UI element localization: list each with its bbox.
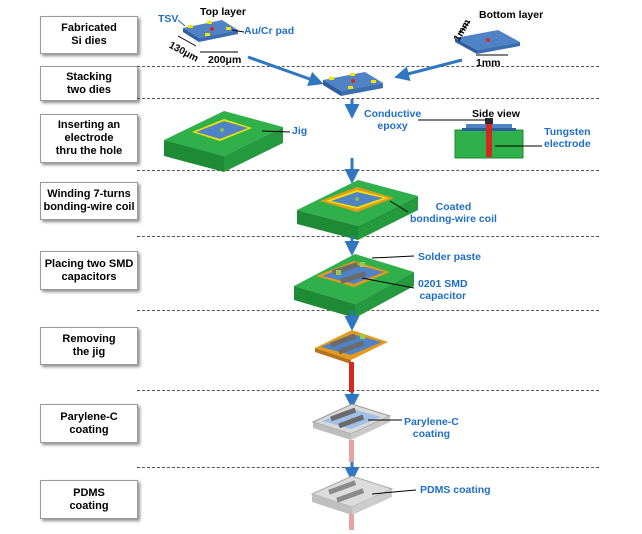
tsv-pointer: [177, 19, 186, 27]
jig-pointer: [261, 130, 291, 133]
divider: [137, 390, 599, 391]
label-jig: Jig: [292, 125, 308, 137]
label-coated-coil: Coated bonding-wire coil: [410, 201, 497, 225]
step-inserting-electrode: Inserting an electrode thru the hole: [40, 114, 138, 163]
coil-pointer: [389, 200, 409, 213]
divider: [137, 98, 599, 99]
top-layer-die: [183, 20, 238, 42]
label-bottom-layer: Bottom layer: [479, 9, 544, 21]
step-winding-coil: Winding 7-turns bonding-wire coil: [40, 182, 138, 220]
stacked-dies: [323, 72, 383, 96]
step-parylene-coating: Parylene-C coating: [40, 404, 138, 443]
flow-arrow: [394, 58, 463, 82]
jig-with-coil: [297, 180, 418, 240]
divider: [137, 467, 599, 468]
divider: [137, 170, 599, 171]
dimension-line: [177, 35, 197, 47]
pad-pointer: [231, 29, 245, 33]
label-conductive-epoxy: Conductive epoxy: [364, 108, 422, 132]
label-side-view: Side view: [472, 108, 520, 120]
step-fabricated-si-dies: Fabricated Si dies: [40, 16, 138, 54]
device-released: [315, 330, 388, 392]
pdms-coated-device: [310, 475, 394, 530]
label-dim-1mm-horizontal: 1mm: [476, 57, 501, 69]
label-aucr-pad: Au/Cr pad: [244, 25, 295, 37]
label-tsv: TSV: [158, 13, 179, 25]
step-removing-jig: Removing the jig: [40, 327, 138, 365]
parylene-coated-device: [311, 403, 392, 462]
divider: [137, 236, 599, 237]
label-solder-paste: Solder paste: [418, 251, 482, 263]
dimension-line: [459, 20, 471, 34]
jig-with-capacitors: [294, 254, 414, 318]
pdms-pointer: [371, 489, 417, 495]
label-tungsten-electrode: Tungsten electrode: [544, 126, 591, 150]
label-dim-200um: 200μm: [208, 54, 242, 66]
flow-arrow: [247, 55, 324, 87]
label-parylene-coating: Parylene-C coating: [404, 416, 459, 440]
jig: [164, 111, 283, 172]
label-smd-capacitor: 0201 SMD capacitor: [418, 278, 468, 302]
capacitor-pointer: [361, 277, 415, 289]
step-pdms-coating: PDMS coating: [40, 480, 138, 519]
step-stacking-two-dies: Stacking two dies: [40, 66, 138, 101]
bottom-layer-die: [455, 30, 520, 54]
divider: [137, 66, 599, 67]
solder-pointer: [371, 255, 415, 259]
side-view: [454, 118, 524, 159]
step-placing-capacitors: Placing two SMD capacitors: [40, 251, 138, 290]
label-pdms-coating: PDMS coating: [420, 484, 491, 496]
label-top-layer: Top layer: [200, 6, 246, 18]
